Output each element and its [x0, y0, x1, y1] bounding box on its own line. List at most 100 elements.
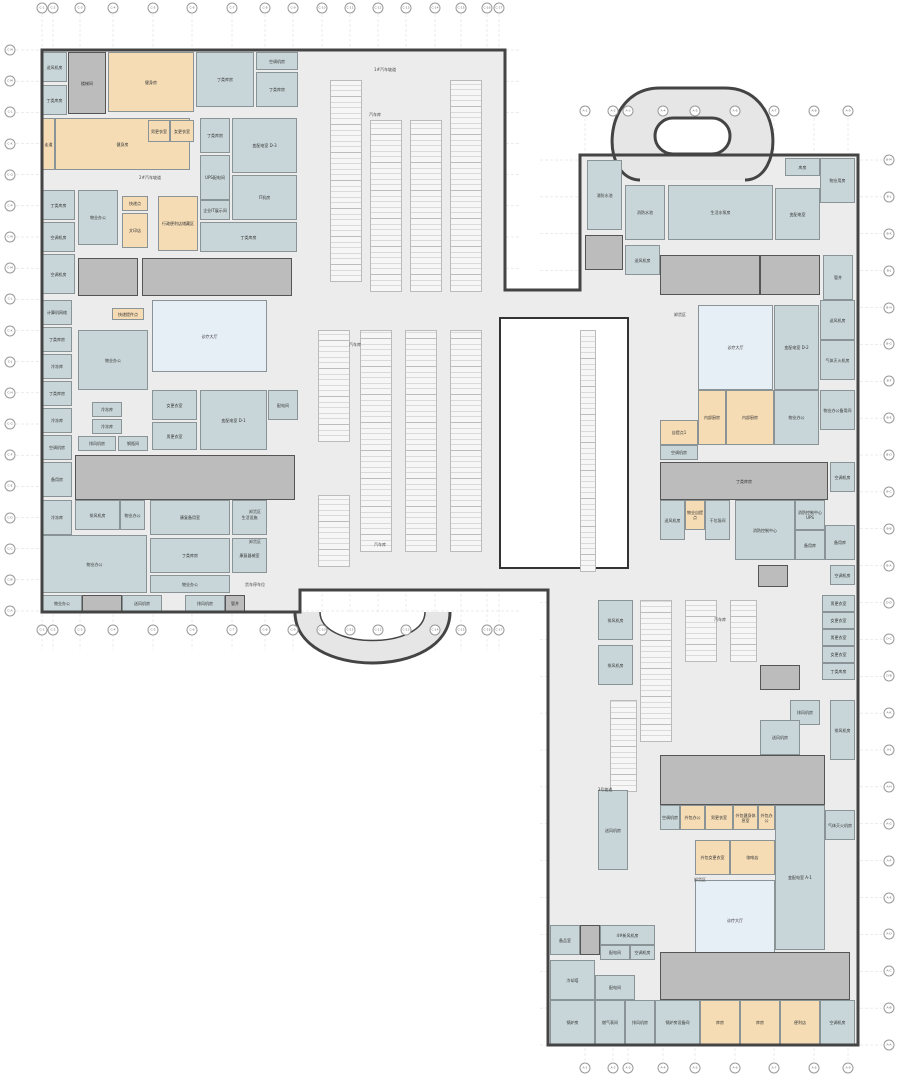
- room: 男更衣室: [705, 805, 733, 830]
- axis-marker: B-C: [883, 486, 895, 498]
- axis-marker: C-11: [344, 2, 356, 14]
- parking-stall-row: [360, 330, 392, 552]
- room: 排风机房: [625, 1000, 655, 1045]
- room: 走道: [42, 118, 55, 170]
- room: 送风机房: [760, 720, 800, 755]
- core-stair-block: [660, 952, 850, 1000]
- core-stair-block: [760, 255, 820, 295]
- axis-marker: C-12: [372, 2, 384, 14]
- axis-marker: C-13: [400, 2, 412, 14]
- room: 变配电室 D-3: [232, 118, 297, 173]
- axis-marker: D-B: [883, 670, 895, 682]
- axis-marker: C-11: [344, 624, 356, 636]
- area-label: 汽车库: [349, 342, 361, 347]
- axis-marker: C-8: [259, 624, 271, 636]
- room: 物业办公: [78, 190, 118, 245]
- room: 诊疗大厅: [698, 305, 773, 390]
- room: 自提点1: [660, 420, 698, 445]
- room: 管井: [823, 255, 853, 300]
- axis-marker: A-7: [768, 1062, 780, 1074]
- area-label: 货车停车位: [245, 582, 265, 587]
- axis-marker: A-4: [657, 1062, 669, 1074]
- axis-marker: B-K: [883, 228, 895, 240]
- room: 物业办公: [120, 500, 145, 530]
- parking-stall-row: [318, 330, 350, 442]
- room: 快递提件点: [112, 308, 144, 320]
- room: 锅炉房设备间: [655, 1000, 700, 1045]
- axis-marker: C-M: [4, 75, 16, 87]
- room: 冷却塔: [550, 960, 595, 1000]
- core-stair-block: 丁类库房: [660, 462, 828, 500]
- axis-marker: C-14: [429, 624, 441, 636]
- room: 康复备用室: [150, 500, 230, 535]
- axis-marker: C-15: [455, 624, 467, 636]
- core-stair-block: [75, 455, 295, 500]
- core-stair-block: [82, 595, 122, 612]
- axis-marker: C-P: [4, 200, 16, 212]
- axis-marker: A-9: [842, 1062, 854, 1074]
- axis-marker: C-5: [147, 2, 159, 14]
- room: 空调机房: [42, 254, 75, 294]
- core-stair-block: [78, 258, 138, 296]
- room: 变配电室 D-1: [200, 390, 267, 450]
- axis-marker: A-2: [607, 105, 619, 117]
- room: 丁类库房: [150, 538, 230, 573]
- axis-marker: C-N: [4, 231, 16, 243]
- axis-marker: C-K: [4, 325, 16, 336]
- axis-marker: A-6: [729, 105, 741, 117]
- axis-marker: B-B: [883, 523, 895, 535]
- axis-marker: B-M: [883, 154, 895, 166]
- room: 生活设施: [232, 500, 267, 535]
- axis-marker: A-J: [883, 744, 895, 756]
- room: 钢瓶间: [118, 436, 148, 451]
- axis-marker: D-D: [883, 597, 895, 608]
- axis-marker: C-F: [4, 449, 16, 461]
- axis-marker: C-5: [147, 624, 159, 636]
- room: 冷冻库: [92, 402, 122, 417]
- axis-marker: C-C: [4, 543, 16, 555]
- room: 计算机网络: [42, 300, 72, 325]
- axis-marker: A-F: [883, 855, 895, 867]
- axis-marker: C-E: [4, 480, 16, 492]
- room: 排风机房: [598, 600, 633, 640]
- room: 排风机房: [598, 645, 633, 685]
- axis-marker: C-3: [74, 624, 86, 636]
- axis-marker: B-L: [883, 191, 895, 203]
- axis-marker: C-Q: [4, 169, 16, 181]
- courtyard-void: [499, 317, 629, 569]
- area-label: 卸货区: [694, 877, 706, 882]
- axis-marker: C-D: [4, 512, 16, 523]
- room: 气体灭火机房: [825, 810, 855, 840]
- room: IT机房: [232, 175, 297, 220]
- room: 物业办公: [42, 595, 82, 612]
- parking-stall-row: [318, 495, 350, 567]
- room: 男更衣室: [148, 120, 170, 142]
- room: 咖啡店: [730, 840, 775, 875]
- room: 变配电室 A-1: [775, 805, 825, 950]
- room: 配电间: [595, 975, 635, 1000]
- axis-marker: C-A: [4, 605, 16, 617]
- axis-marker: B-G: [883, 338, 895, 350]
- room: 物业办公: [774, 390, 819, 445]
- room: 排风机房: [75, 500, 120, 530]
- axis-marker: C-8: [259, 2, 271, 14]
- room: 库房: [740, 1000, 780, 1045]
- axis-marker: C-13: [400, 624, 412, 636]
- axis-marker: C-1: [36, 624, 48, 636]
- axis-marker: C-16: [481, 624, 493, 636]
- room: 冷冻库: [92, 419, 122, 434]
- room: 备用库: [825, 525, 855, 560]
- room: 送风机房: [820, 300, 855, 340]
- room: 外包办公: [680, 805, 705, 830]
- parking-stall-row: [405, 330, 437, 552]
- axis-marker: C-14: [429, 2, 441, 14]
- room: 丁类库房: [200, 118, 230, 153]
- room: 丁类库房: [42, 381, 72, 406]
- axis-marker: C-17: [493, 624, 505, 636]
- axis-marker: B-H: [883, 302, 895, 313]
- axis-marker: A-3: [622, 1062, 634, 1074]
- axis-marker: B-D: [883, 449, 895, 461]
- axis-marker: A-8: [808, 105, 820, 117]
- area-label: 2#汽车坡道: [139, 175, 161, 180]
